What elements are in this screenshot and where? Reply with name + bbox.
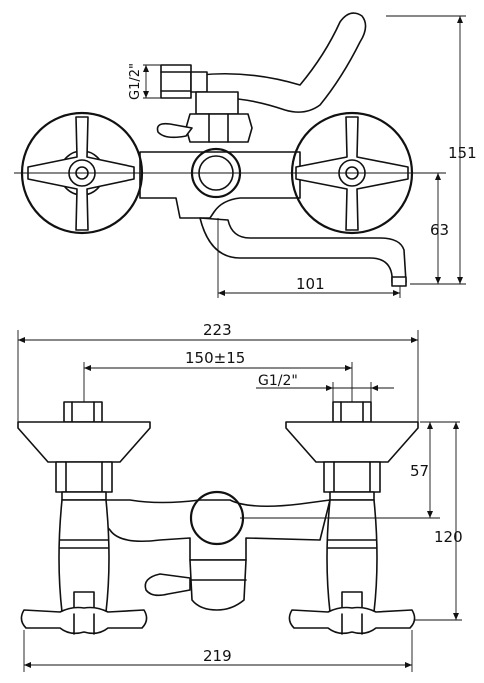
diverter-lever bbox=[156, 122, 193, 139]
aerator bbox=[391, 276, 407, 287]
right-bottom-handle bbox=[288, 606, 416, 635]
right-inlet-stub bbox=[332, 401, 372, 423]
cartridge-hex-nut bbox=[185, 113, 253, 143]
front-dim-223: 223 bbox=[203, 321, 232, 339]
side-dim-101: 101 bbox=[296, 275, 325, 293]
left-escutcheon-cone bbox=[17, 421, 151, 463]
front-dim-150: 150±15 bbox=[185, 349, 245, 367]
front-dim-219: 219 bbox=[203, 647, 232, 665]
right-escutcheon-cone bbox=[285, 421, 419, 463]
cartridge-body bbox=[195, 91, 239, 115]
front-view: 223 150±15 G1/2" 57 120 219 bbox=[17, 321, 463, 672]
side-view: G1/2" 151 63 101 bbox=[14, 12, 477, 298]
left-bottom-handle bbox=[20, 606, 148, 635]
inlet-neck bbox=[190, 71, 208, 93]
front-spout bbox=[189, 559, 247, 611]
left-inlet-stub bbox=[63, 401, 103, 423]
front-mixer-body bbox=[99, 499, 331, 561]
side-dim-151: 151 bbox=[448, 144, 477, 162]
left-hex-nut bbox=[55, 461, 113, 493]
mixer-body bbox=[139, 151, 301, 219]
front-dim-57: 57 bbox=[410, 462, 429, 480]
right-hex-nut bbox=[323, 461, 381, 493]
front-diverter-knob bbox=[144, 573, 191, 597]
side-thread-label: G1/2" bbox=[128, 63, 143, 100]
front-thread-label: G1/2" bbox=[258, 373, 298, 389]
front-dim-120: 120 bbox=[434, 528, 463, 546]
inlet-nut bbox=[160, 64, 192, 99]
side-dim-63: 63 bbox=[430, 221, 449, 239]
